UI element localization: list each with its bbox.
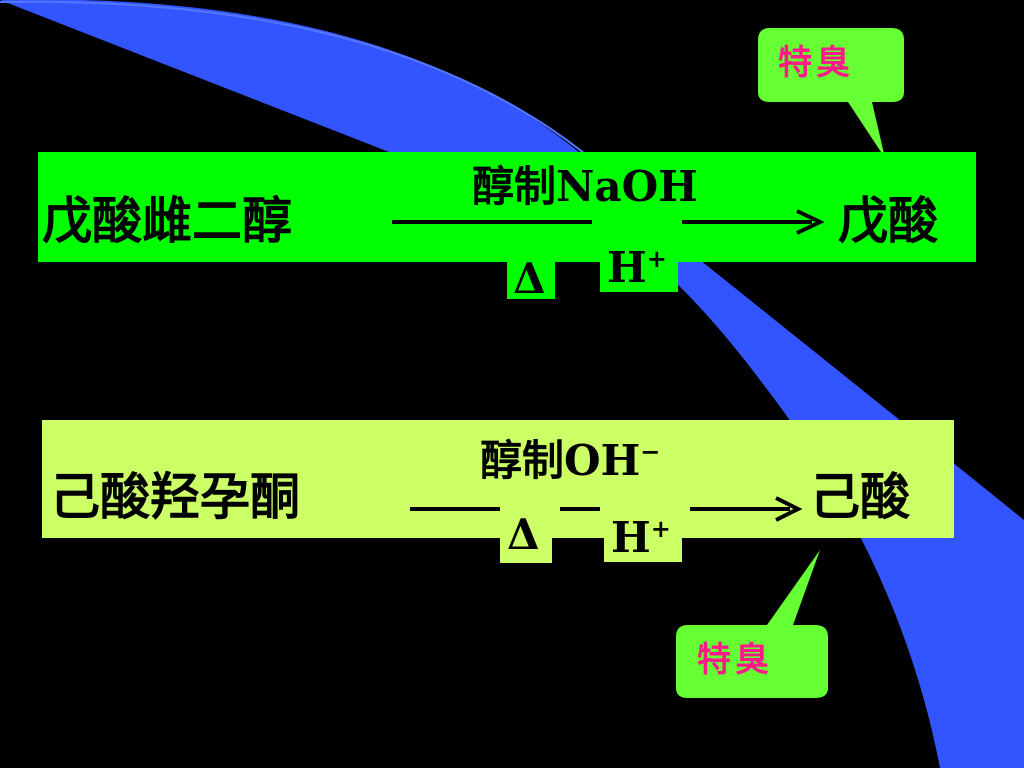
reaction2-condition-top: 醇制OH− [480,436,661,485]
reaction2-arrow [410,496,803,522]
reaction1-acid-box [600,240,678,292]
reaction1-reactant: 戊酸雌二醇 [42,191,292,250]
reaction1-box [38,152,976,262]
blue-swoosh-line [0,0,611,176]
reaction2-reactant: 己酸羟孕酮 [50,467,300,526]
reaction2-condition-top-sup: − [640,437,661,466]
reaction2-acid: H+ [611,513,671,562]
reaction1-acid: H+ [607,243,667,292]
reaction2-acid-box [604,510,682,562]
reaction1-heat-box [507,255,555,299]
callout-top-label: 特臭 [778,43,854,83]
reaction1-acid-sup: + [646,244,667,273]
reaction1-heat: Δ [513,254,546,303]
reaction2-box [42,420,954,538]
reaction1-arrow [392,209,825,235]
reaction1-product: 戊酸 [838,191,938,250]
reaction2-heat: Δ [507,510,540,559]
reaction2-heat-box [500,505,552,563]
reaction1-condition-top: 醇制NaOH [472,162,698,211]
reaction2-product: 己酸 [810,467,910,526]
reaction2-acid-sup: + [650,514,671,543]
callout-bottom-label: 特臭 [697,640,773,680]
